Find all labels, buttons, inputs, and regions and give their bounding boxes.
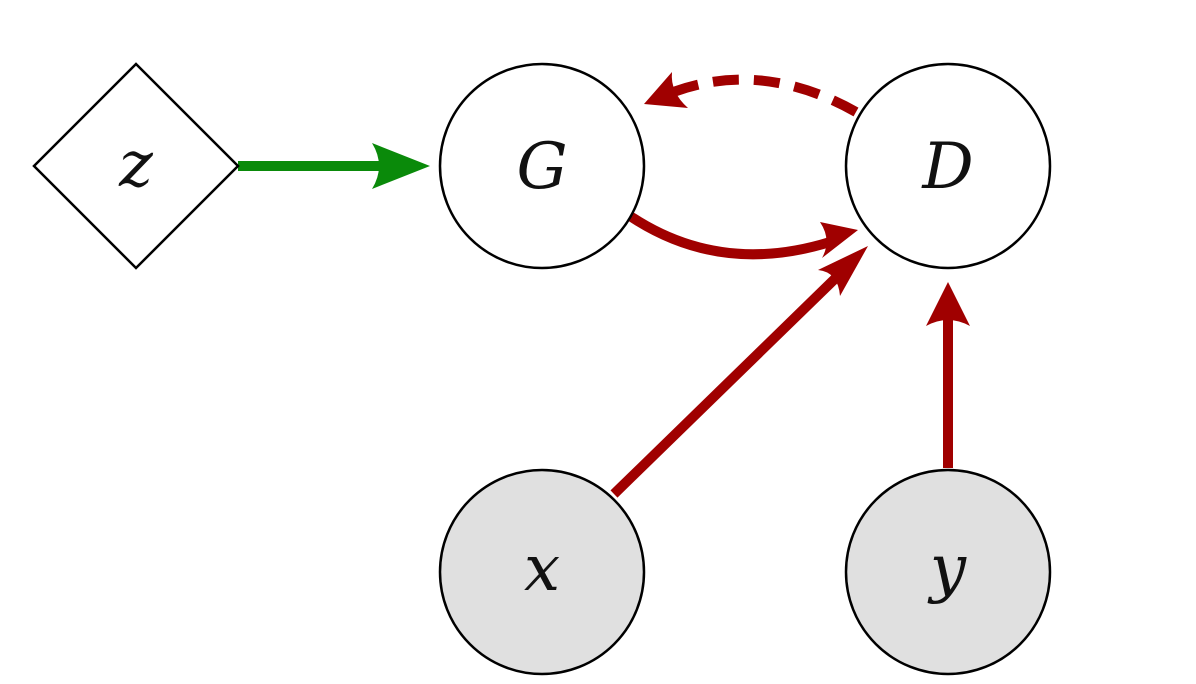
nodes: z G D x y <box>32 62 1052 676</box>
arrowhead-icon <box>926 282 970 326</box>
node-x-label: x <box>524 532 560 606</box>
edge-D-to-G <box>644 72 859 117</box>
arrowhead-icon <box>820 222 858 258</box>
arrowhead-icon <box>818 246 868 296</box>
edge-y-to-D <box>926 282 970 468</box>
node-y: y <box>844 468 1052 676</box>
arrowhead-icon <box>372 143 430 189</box>
edge-z-to-G <box>238 143 430 189</box>
node-G-label: G <box>516 130 567 204</box>
node-x: x <box>438 468 646 676</box>
edge-G-to-D <box>627 211 858 260</box>
node-z: z <box>32 62 240 270</box>
node-z-label: z <box>118 128 154 202</box>
arrowhead-icon <box>644 72 688 108</box>
edge-x-to-D <box>610 246 868 498</box>
node-D: D <box>844 62 1052 270</box>
node-y-label: y <box>927 532 967 606</box>
node-D-label: D <box>921 130 973 204</box>
edges <box>238 72 970 498</box>
node-G: G <box>438 62 646 270</box>
